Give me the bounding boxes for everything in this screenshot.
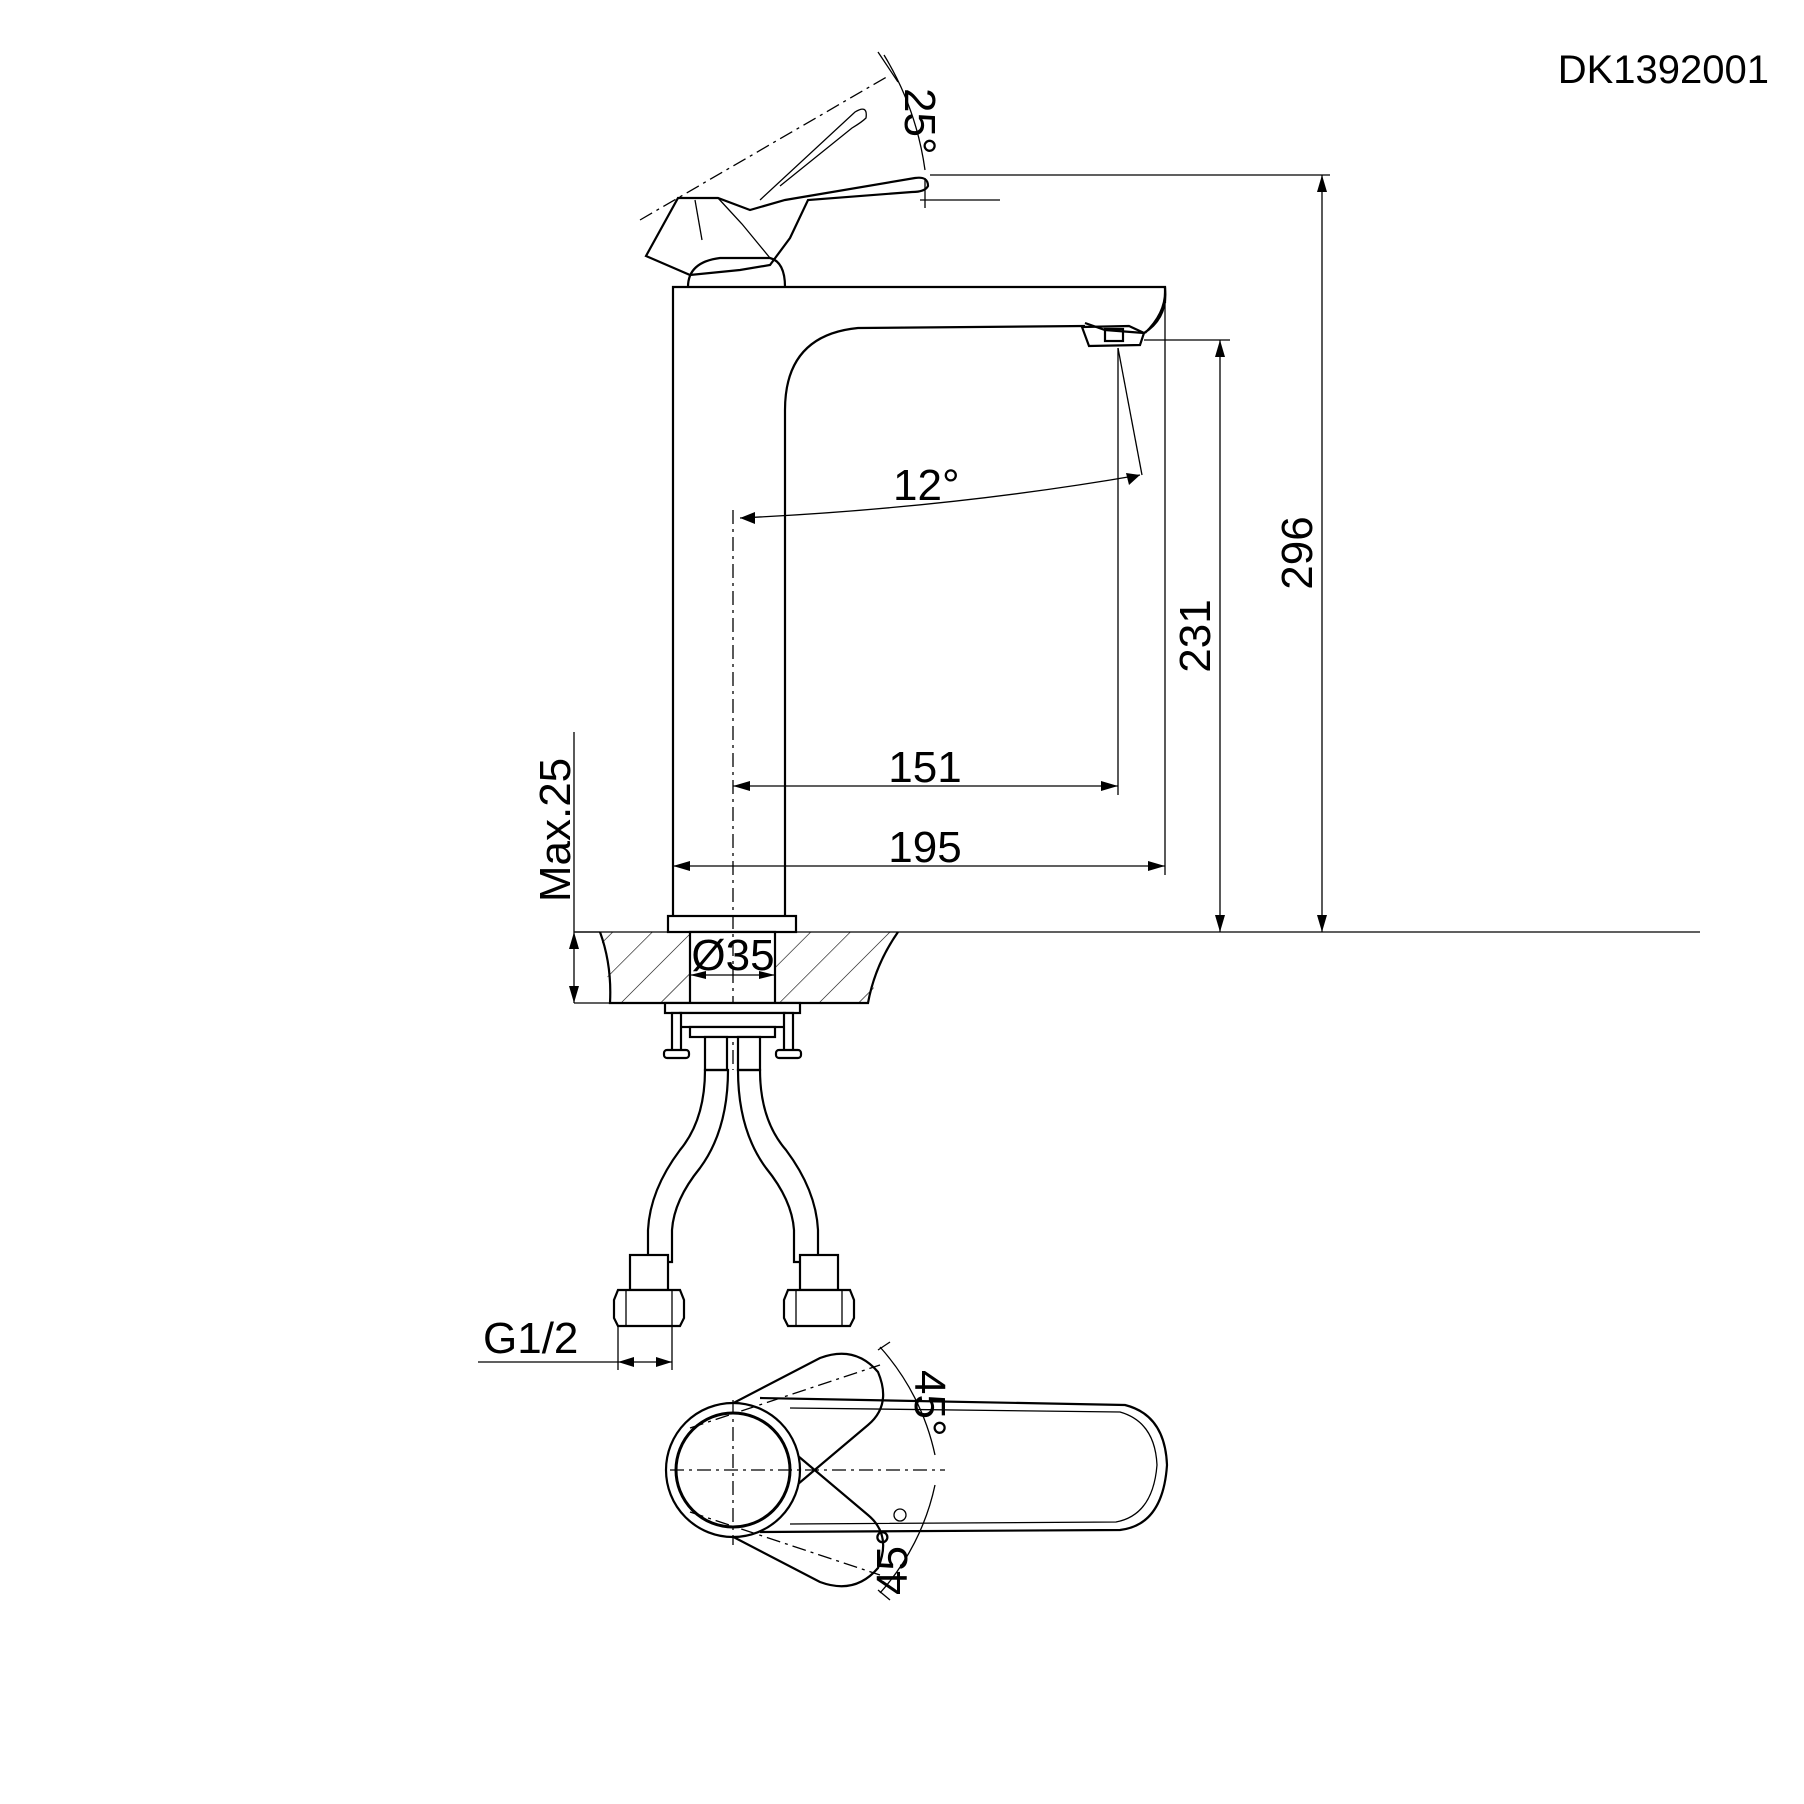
dimension-rotation-lower: 45° bbox=[868, 1484, 936, 1601]
top-view-lever-rotated-down bbox=[719, 1444, 885, 1588]
dim-label-296: 296 bbox=[1273, 516, 1322, 589]
left-supply-hose bbox=[612, 1068, 730, 1328]
model-code: DK1392001 bbox=[1558, 48, 1769, 92]
faucet-side-view bbox=[575, 74, 1700, 1070]
dim-label-diameter: Ø35 bbox=[691, 931, 774, 980]
top-view-lever bbox=[759, 1396, 1169, 1534]
dimension-total-reach: 195 bbox=[672, 303, 1166, 875]
dim-label-151: 151 bbox=[888, 743, 961, 792]
lever-handle bbox=[644, 176, 930, 277]
dim-label-45deg-upper: 45° bbox=[905, 1370, 954, 1437]
dimension-handle-angle: 25° bbox=[877, 51, 944, 208]
dim-label-12deg: 12° bbox=[893, 461, 960, 510]
base-flange bbox=[666, 914, 798, 934]
dimension-base-diameter: Ø35 bbox=[690, 931, 775, 980]
faucet-top-view bbox=[664, 1352, 1169, 1588]
top-view-lever-rotated-up bbox=[719, 1352, 885, 1496]
dim-label-25deg: 25° bbox=[895, 88, 944, 155]
dim-label-195: 195 bbox=[888, 823, 961, 872]
dimension-connection-thread: G1/2 bbox=[478, 1314, 673, 1370]
dimension-spout-angle: 12° bbox=[739, 347, 1143, 524]
lever-handle-raised bbox=[759, 108, 867, 201]
mounting-hardware bbox=[662, 1001, 803, 1072]
dim-label-g12: G1/2 bbox=[483, 1314, 578, 1363]
dim-label-max25: Max.25 bbox=[531, 758, 580, 902]
dimension-rotation-upper: 45° bbox=[877, 1341, 954, 1456]
cartridge-cap bbox=[686, 256, 787, 288]
aerator bbox=[1080, 324, 1146, 348]
dimension-max-deck: Max.25 bbox=[531, 732, 612, 1004]
dim-label-45deg-lower: 45° bbox=[868, 1528, 917, 1595]
right-supply-hose bbox=[736, 1068, 856, 1328]
faucet-body bbox=[671, 285, 1167, 916]
dimension-total-height: 296 bbox=[930, 174, 1330, 932]
dim-label-231: 231 bbox=[1171, 599, 1220, 672]
dimension-spout-reach: 151 bbox=[733, 348, 1119, 795]
dimension-spout-height: 231 bbox=[1144, 339, 1230, 932]
